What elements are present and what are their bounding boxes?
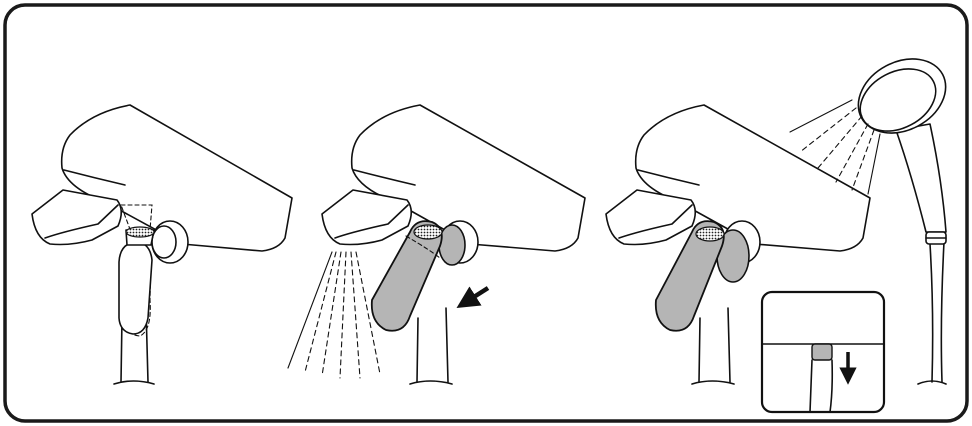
arrow-icon [466,288,488,302]
lever-1 [119,242,152,334]
spout-2 [322,190,411,245]
knurled-cap-1 [126,227,154,237]
knurled-cap-2 [414,225,442,239]
panel-2-faucet [288,105,585,384]
hose-3 [699,308,730,382]
panel-1-faucet [32,105,292,384]
inset-collar [812,344,832,360]
spout-1 [32,190,121,245]
spout-3 [606,190,695,245]
inset-detail [762,292,884,412]
knurled-cap-3 [696,227,724,241]
knob-2 [439,225,465,265]
hose-2 [417,308,448,382]
spray-icon [288,252,380,378]
